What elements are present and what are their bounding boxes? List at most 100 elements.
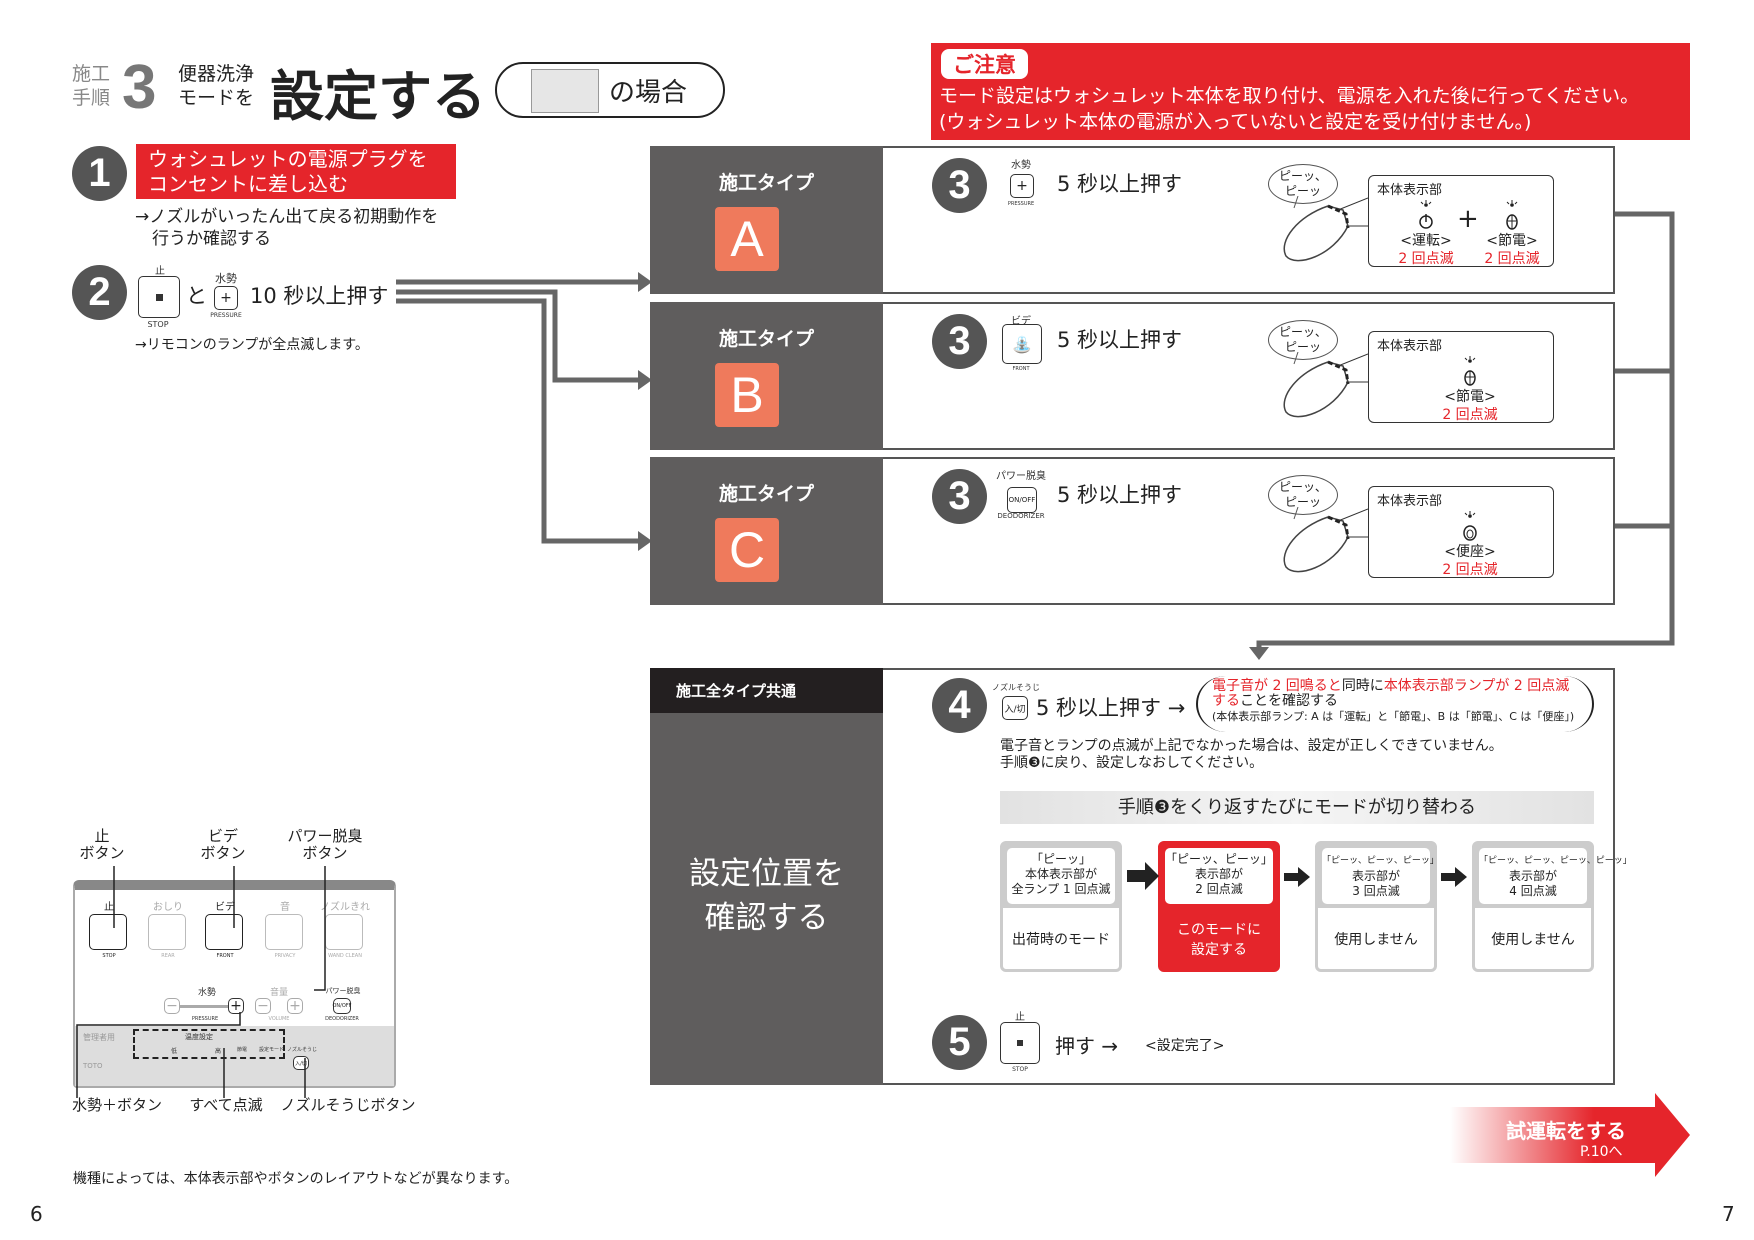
remote-button-icon: ON/OFF xyxy=(1007,487,1037,513)
remote-button-label: おしり xyxy=(153,902,183,913)
step5-result: <設定完了> xyxy=(1145,1038,1225,1054)
high-label: 高 xyxy=(215,1048,222,1055)
button-label: 水勢 xyxy=(1011,160,1031,171)
step2-note: →リモコンのランプが全点滅します。 xyxy=(135,337,369,353)
callout-stop: 止 ボタン xyxy=(79,827,125,862)
step1-title: ウォシュレットの電源プラグを コンセントに差し込む xyxy=(136,144,456,199)
confirm-sound: 電子音が 2 回鳴ると xyxy=(1212,678,1342,694)
lamp-name: <便座> xyxy=(1444,544,1496,560)
mode-banner: 手順❸をくり返すたびにモードが切り替わる xyxy=(1000,791,1594,824)
next-page-link[interactable]: 試運転をする P.10へ xyxy=(1450,1093,1690,1177)
type-label: 施工タイプ xyxy=(718,172,814,194)
button-label: ビデ xyxy=(1011,316,1031,327)
remote-deodorizer-en: DEODORIZER xyxy=(325,1016,359,1022)
step5-number: 5 xyxy=(932,1015,987,1070)
stop-button-icon xyxy=(1000,1022,1040,1064)
remote-button-icon xyxy=(265,914,303,950)
admin-area: 管理者用 温度設定 低 高 節電 設定モード ノズルそうじ 入/切 TOTO xyxy=(75,1026,394,1086)
header-sub: 便器洗浄 モードを xyxy=(178,63,255,109)
step2-number: 2 xyxy=(72,265,127,320)
remote-type-pill: の場合 xyxy=(495,62,725,118)
toilet-seat-icon xyxy=(1283,352,1368,418)
caution-line1: モード設定はウォシュレット本体を取り付け、電源を入れた後に行ってください。 xyxy=(939,85,1640,107)
mode-result: 出荷時のモード xyxy=(1012,931,1110,948)
remote-pressure-en: PRESSURE xyxy=(191,1016,219,1022)
arrow-right-icon xyxy=(1284,867,1310,887)
type-letter: C xyxy=(715,518,779,582)
type-letter: A xyxy=(715,207,779,271)
next-page: P.10へ xyxy=(1580,1144,1623,1160)
arrow-right-icon xyxy=(1127,862,1159,890)
button-en: PRESSURE xyxy=(1007,201,1035,207)
step3-number: 3 xyxy=(932,158,987,213)
connector-to-common xyxy=(1256,211,1675,650)
lamp-name: <節電> xyxy=(1444,389,1496,405)
arrow-right-icon xyxy=(1441,867,1467,887)
lamp-name: <節電> xyxy=(1486,233,1538,249)
volume-plus-icon: + xyxy=(287,998,303,1014)
mode-display: 表示部が 2 回点滅 xyxy=(1194,867,1243,896)
mode-sound: 「ピーッ、ピーッ」 xyxy=(1165,852,1273,866)
pressure-plus-button-icon: + xyxy=(214,286,238,310)
step4-warning: 電子音とランプの点滅が上記でなかった場合は、設定が正しくできていません。 手順❸… xyxy=(1000,738,1503,771)
callout-pressure-plus: 水勢＋ボタン xyxy=(72,1096,163,1114)
button-en: DEODORIZER xyxy=(997,512,1045,520)
mode-card: 「ピーッ、ピーッ、ピーッ」表示部が 3 回点滅 使用しません xyxy=(1315,841,1439,972)
common-title: 設定位置を 確認する xyxy=(689,856,844,936)
confirm-do: する xyxy=(1212,693,1240,709)
step4-number: 4 xyxy=(932,678,987,733)
main-unit-display: 本体表示部 <節電> 2 回点滅 xyxy=(1368,331,1554,423)
connector-to-c xyxy=(396,298,640,544)
remote-button-icon xyxy=(148,914,186,950)
callout-nozzle-clean: ノズルそうじボタン xyxy=(280,1096,416,1114)
remote-button-icon xyxy=(205,914,243,950)
mode-sound: 「ピーッ、ピーッ、ピーッ、ピーッ」 xyxy=(1479,856,1632,866)
power-icon xyxy=(1419,200,1433,229)
remote-button-icon: ⛲ xyxy=(1002,324,1042,364)
leaf-icon xyxy=(1464,356,1476,386)
stop-en: STOP xyxy=(147,320,169,329)
remote-volume-en: VOLUME xyxy=(268,1016,290,1022)
button-en: FRONT xyxy=(1012,366,1030,372)
nozzle-clean-button-icon: 入/切 xyxy=(1002,696,1028,720)
pressure-en: PRESSURE xyxy=(210,312,242,319)
lamp-blink: 2 回点滅 xyxy=(1442,562,1498,578)
mode-display: 表示部が 3 回点滅 xyxy=(1351,869,1400,898)
panel-title: 本体表示部 xyxy=(1377,183,1443,198)
and-text: と xyxy=(186,284,207,308)
mode-result: このモードに 設定する xyxy=(1177,921,1261,958)
toilet-seat-icon xyxy=(1283,196,1368,262)
common-side xyxy=(650,668,883,1085)
nozzle-clean-label: ノズルそうじ xyxy=(992,683,1040,692)
save-label: 節電 xyxy=(237,1047,248,1053)
beep-bubble: ピーッ、 ピーッ xyxy=(1268,475,1338,515)
mode-sound: 「ピーッ」 xyxy=(1030,852,1091,866)
remote-button-icon xyxy=(89,914,127,950)
remote-button-en: FRONT xyxy=(216,953,234,959)
volume-minus-icon: − xyxy=(255,998,271,1014)
leaf-icon xyxy=(1506,200,1518,230)
connector-to-b xyxy=(396,289,640,383)
pressure-minus-icon: − xyxy=(164,998,180,1014)
mode-result: 使用しません xyxy=(1491,931,1575,948)
stop-en: STOP xyxy=(1012,1066,1028,1073)
lamp-name: <運転> xyxy=(1400,233,1452,249)
brand-logo: TOTO xyxy=(83,1062,103,1070)
caution-box: ご注意 モード設定はウォシュレット本体を取り付け、電源を入れた後に行ってください… xyxy=(931,43,1690,140)
callout-all-blink: すべて点滅 xyxy=(189,1096,263,1114)
mode-display: 表示部が 4 回点滅 xyxy=(1508,869,1557,898)
remote-button-en: REAR xyxy=(161,953,175,959)
remote-deodorizer: パワー脱臭 xyxy=(325,987,361,995)
mode-card: 「ピーッ、ピーッ、ピーッ、ピーッ」表示部が 4 回点滅 使用しません xyxy=(1472,841,1632,972)
low-label: 低 xyxy=(171,1048,178,1055)
remote-thumbnail-icon xyxy=(531,69,599,113)
next-title: 試運転をする xyxy=(1506,1119,1626,1143)
confirm-lamp: 本体表示部ランプが 2 回点滅 xyxy=(1383,678,1570,694)
step4-action: 5 秒以上押す → xyxy=(1036,696,1186,720)
stop-label: 止 xyxy=(1015,1012,1025,1023)
mode-card: 「ピーッ」本体表示部が 全ランプ 1 回点滅 出荷時のモード xyxy=(1000,841,1122,972)
remote-button-label: ビデ xyxy=(215,902,235,913)
mode-sound: 「ピーッ、ピーッ、ピーッ」 xyxy=(1322,856,1439,866)
stop-button-icon xyxy=(138,276,180,318)
